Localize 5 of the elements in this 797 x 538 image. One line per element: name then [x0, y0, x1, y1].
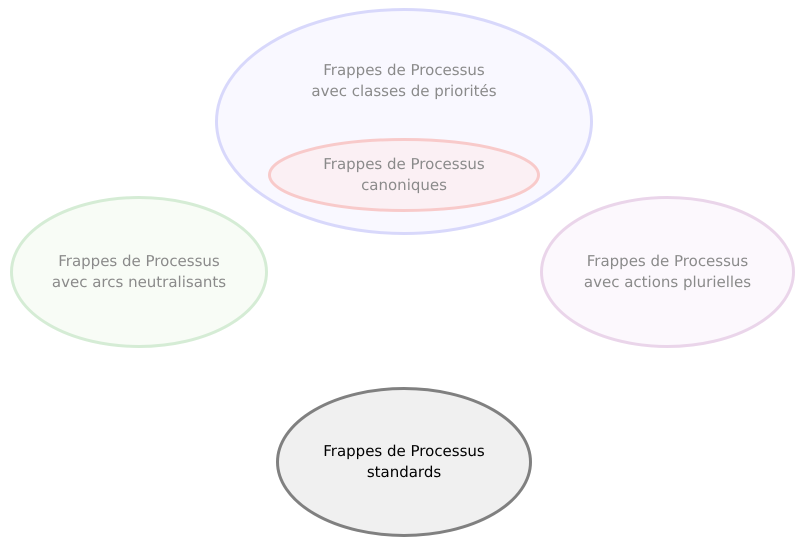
node-label: Frappes de Processus avec classes de priorités	[310, 60, 498, 102]
node-label: Frappes de Processus avec actions plurielles	[582, 251, 752, 293]
node-label: Frappes de Processus canoniques	[322, 154, 486, 196]
node-label: Frappes de Processus avec arcs neutralisants	[50, 251, 228, 293]
node-label: Frappes de Processus standards	[322, 441, 486, 483]
